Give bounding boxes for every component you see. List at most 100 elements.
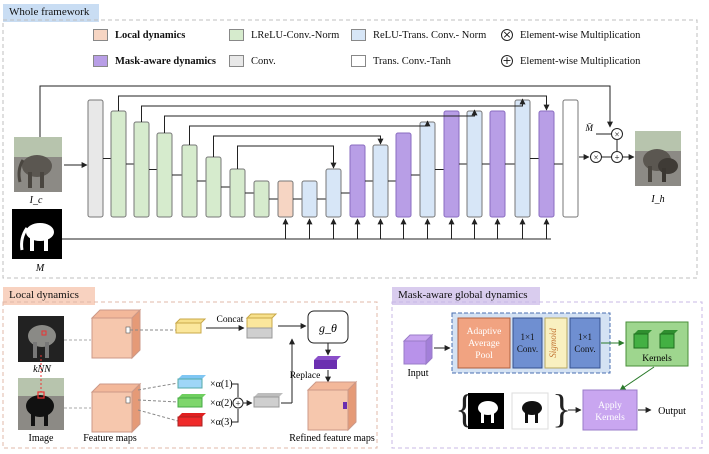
legend-tanh-label: Trans. Conv.-Tanh (373, 55, 451, 67)
legend-local-label: Local dynamics (115, 29, 186, 41)
conv-swatch (229, 55, 244, 67)
unet-block-lrelu (156, 132, 173, 218)
unet-block-mask (489, 110, 506, 218)
unet-block-relu (466, 110, 483, 218)
whole-panel-border (2, 19, 698, 279)
input-image-label: I_c (29, 195, 43, 206)
feature-map-top (90, 308, 142, 360)
concat-vector (245, 313, 278, 339)
skip-connection (189, 120, 431, 145)
skip-connection (213, 135, 384, 157)
image-skip-line (39, 85, 613, 137)
legend-mult: × Element-wise Multiplication (501, 29, 640, 41)
adaptive-pool-block (457, 317, 511, 369)
output-label: I_h (650, 194, 664, 205)
fm-to-green (137, 399, 179, 403)
knn-image (18, 316, 64, 362)
apply-kernels-block (582, 389, 638, 431)
sigmoid-label: Sigmoid (548, 328, 558, 358)
output-text: Output (658, 406, 686, 417)
legend-add-label: Element-wise Multiplication (520, 55, 641, 67)
lrelu-swatch (229, 29, 244, 41)
unet-block-lrelu (133, 121, 150, 218)
mbar-label: M̄ (585, 123, 594, 133)
unet-block-lrelu (181, 144, 198, 218)
alpha3-label: ×α(3) (210, 417, 233, 428)
multiply-icon: × (501, 28, 513, 41)
legend-local: Local dynamics (93, 29, 185, 41)
add-icon: + (501, 54, 513, 67)
whole-framework-header: Whole framework (3, 4, 99, 22)
g-theta-label: g_θ (319, 321, 337, 335)
feature-maps-label: Feature maps (83, 433, 137, 444)
refined-label: Refined feature maps (289, 433, 375, 444)
legend-tanh: Trans. Conv.-Tanh (351, 55, 451, 67)
legend-mask: Mask-aware dynamics (93, 55, 216, 67)
multiply-node-2-sym: × (614, 130, 619, 140)
unet-block-relu (372, 144, 389, 218)
unet-block-mask (443, 110, 460, 218)
yellow-vector (174, 318, 207, 334)
knn-label: kNN (33, 364, 52, 375)
kernels-label: Kernels (642, 354, 672, 364)
blue-vector (177, 375, 206, 389)
skip-connection (141, 98, 526, 122)
red-vector (177, 413, 206, 427)
gray-vector (253, 393, 283, 408)
image-label: Image (29, 433, 55, 444)
brace-right: } (552, 386, 571, 431)
mask-panel-border (391, 301, 703, 449)
legend-add: + Element-wise Multiplication (501, 55, 640, 67)
unet-block-tanh (562, 99, 579, 218)
skip-connection (164, 109, 478, 133)
mask-image (12, 209, 62, 259)
unet-block-conv (87, 99, 104, 218)
alpha1-label: ×α(1) (210, 379, 233, 390)
kernels-to-apply (619, 366, 655, 391)
multiply-node-1 (590, 151, 602, 163)
tanh-swatch (351, 55, 366, 67)
source-image (18, 378, 64, 430)
fm-to-red (137, 409, 179, 422)
add-node-sym: + (614, 153, 619, 163)
unet-block-relu (514, 99, 531, 218)
unet-block-mask (349, 144, 366, 218)
legend-mask-label: Mask-aware dynamics (115, 55, 217, 67)
alpha-sum-sym: + (235, 399, 240, 409)
replace-vector (314, 356, 341, 369)
relu-swatch (351, 29, 366, 41)
alpha2-label: ×α(2) (210, 398, 233, 409)
mask-feeds (282, 218, 550, 239)
unet-block-mask (395, 132, 412, 218)
fm-to-blue (137, 382, 179, 391)
legend-conv: Conv. (229, 55, 276, 67)
mask-input-cube (402, 333, 434, 366)
mask-label: M (35, 263, 45, 274)
skip-connection (237, 145, 337, 169)
feature-map-bottom (90, 382, 142, 434)
legend-mult-label: Element-wise Multiplication (520, 29, 641, 41)
local-swatch (93, 29, 108, 41)
unet-blocks (87, 99, 579, 218)
unet-block-relu (325, 168, 342, 218)
multiply-node-1-sym: × (593, 153, 598, 163)
skip-connections (118, 95, 550, 169)
alpha3-line (232, 409, 239, 423)
legend-lrelu: LReLU-Conv.-Norm (229, 29, 339, 41)
concat-label: Concat (217, 315, 244, 325)
replace-label: Replace (290, 371, 321, 381)
unet-block-lrelu (110, 110, 127, 218)
legend-relu-label: ReLU-Trans. Conv.- Norm (373, 29, 487, 41)
refined-feature-map (306, 380, 358, 432)
conv2-block (569, 317, 601, 369)
input-image (14, 137, 62, 192)
unet-block-lrelu (205, 156, 222, 218)
green-vector (177, 394, 206, 408)
kernel-cubes (633, 330, 678, 349)
alpha1-line (232, 383, 239, 397)
